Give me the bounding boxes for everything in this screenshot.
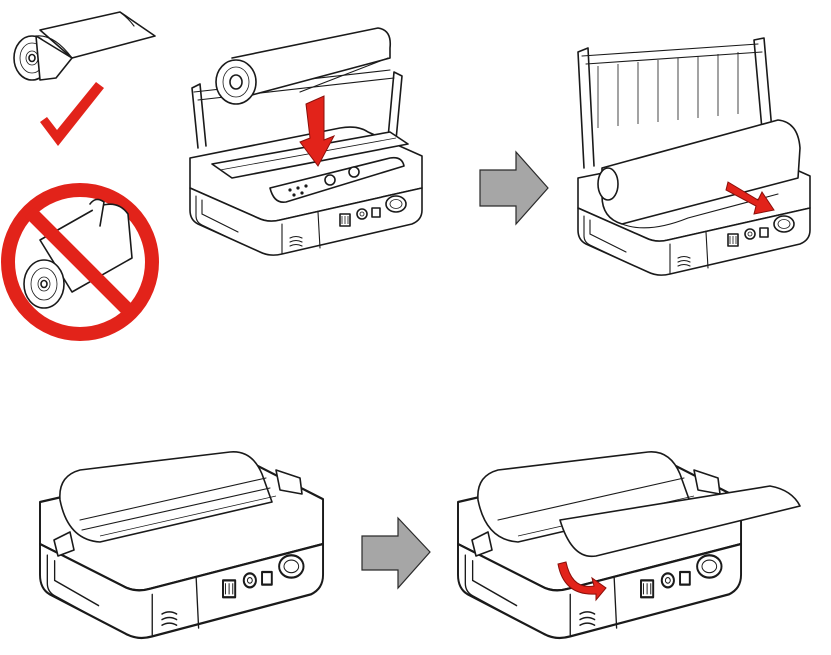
correct-paper-roll xyxy=(14,12,155,80)
paper-roll-inserting xyxy=(216,28,390,104)
next-step-arrow-1 xyxy=(480,152,548,224)
step-3-lid-closed xyxy=(40,452,323,638)
next-step-arrow-2 xyxy=(362,518,430,588)
check-icon xyxy=(40,82,104,146)
prohibited-icon xyxy=(8,190,152,334)
step-2-paper-pulled xyxy=(578,38,810,275)
